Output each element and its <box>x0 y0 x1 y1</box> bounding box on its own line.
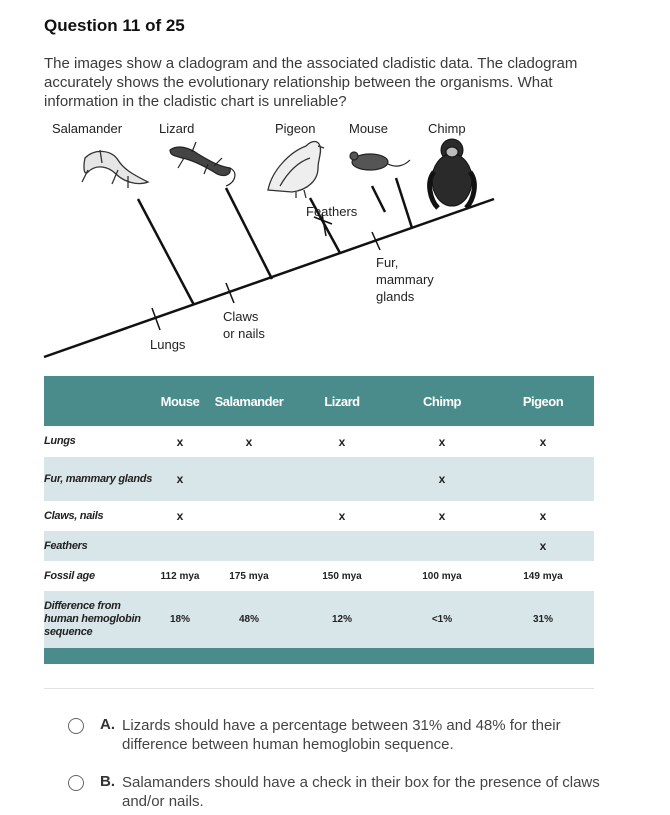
row-label-feathers: Feathers <box>44 531 154 561</box>
cell-lungs-lizard: x <box>338 434 346 449</box>
trait-mark-claws <box>225 282 235 304</box>
mouse-icon <box>349 151 411 171</box>
cell-claws-mouse: x <box>176 509 184 523</box>
question-title: Question 11 of 25 <box>44 16 185 35</box>
cell-claws-chimp: x <box>438 509 446 523</box>
taxon-salamander: Salamander <box>52 121 123 136</box>
trait-label-feathers: Feathers <box>306 204 358 219</box>
table-header-salamander: Salamander <box>206 376 292 426</box>
cell-fur-lizard <box>292 457 392 501</box>
option-text-b: Salamanders should have a check in their… <box>122 774 600 810</box>
cell-fur-pigeon <box>492 457 594 501</box>
trait-label-fur-2: mammary <box>376 272 434 287</box>
cell-feathers-pigeon: x <box>492 531 594 561</box>
branch-pigeon <box>308 197 342 254</box>
cell-lungs-pigeon: x <box>539 434 547 449</box>
cell-fur-chimp: x <box>392 457 492 501</box>
cell-hemo-chimp: <1% <box>392 591 492 648</box>
cell-fur-salamander <box>206 457 292 501</box>
cladistic-data-table: Mouse Salamander Lizard Chimp Pigeon Lun… <box>44 376 594 648</box>
cell-fossil-pigeon: 149 mya <box>523 570 563 582</box>
cell-feathers-salamander <box>206 531 292 561</box>
table-header-chimp: Chimp <box>392 376 492 426</box>
cell-hemo-salamander: 48% <box>206 591 292 648</box>
cell-hemo-mouse: 18% <box>154 591 206 648</box>
branch-chimp <box>394 177 414 229</box>
trait-label-fur-1: Fur, <box>376 255 398 270</box>
trait-label-claws-2: or nails <box>223 326 265 341</box>
salamander-icon <box>81 149 150 188</box>
question-prompt: The images show a cladogram and the asso… <box>44 55 578 110</box>
table-footer-bar <box>44 648 594 664</box>
row-label-claws: Claws, nails <box>44 509 104 522</box>
radio-button-a[interactable] <box>68 718 84 734</box>
table-header-pigeon: Pigeon <box>492 376 594 426</box>
taxon-pigeon: Pigeon <box>275 121 315 136</box>
table-header-empty <box>44 376 154 426</box>
pigeon-icon <box>267 140 325 199</box>
option-letter-b: B. <box>100 773 115 790</box>
trait-mark-fur <box>371 231 381 251</box>
cell-feathers-lizard <box>292 531 392 561</box>
chimp-icon <box>427 138 477 210</box>
cladogram: Salamander Lizard Pigeon Mouse Chimp <box>43 121 495 359</box>
taxon-mouse: Mouse <box>349 121 388 136</box>
trait-label-lungs: Lungs <box>150 337 186 352</box>
row-label-fur: Fur, mammary glands <box>44 457 154 501</box>
branch-salamander <box>136 198 196 306</box>
cell-claws-salamander <box>206 501 292 531</box>
branch-mouse <box>370 185 387 213</box>
answer-option-a[interactable]: A. Lizards should have a percentage betw… <box>68 716 608 754</box>
cell-fossil-lizard: 150 mya <box>322 570 362 582</box>
cell-hemo-pigeon: 31% <box>492 591 594 648</box>
cell-hemo-lizard: 12% <box>292 591 392 648</box>
cell-fossil-mouse: 112 mya <box>160 570 200 582</box>
trait-mark-feathers-2 <box>321 213 327 237</box>
answer-option-b[interactable]: B. Salamanders should have a check in th… <box>68 773 608 811</box>
trait-label-claws-1: Claws <box>223 309 259 324</box>
cell-feathers-chimp <box>392 531 492 561</box>
cell-fossil-salamander: 175 mya <box>229 570 269 582</box>
cell-lungs-mouse: x <box>176 434 184 449</box>
taxon-chimp: Chimp <box>428 121 466 136</box>
cell-fossil-chimp: 100 mya <box>422 570 462 582</box>
cell-claws-pigeon: x <box>539 509 547 523</box>
cell-lungs-chimp: x <box>438 434 446 449</box>
cladogram-main-stem <box>43 197 495 359</box>
cell-fur-mouse: x <box>154 457 206 501</box>
lizard-icon <box>169 141 236 187</box>
table-header-mouse: Mouse <box>154 376 206 426</box>
row-label-lungs: Lungs <box>44 435 76 447</box>
trait-mark-lungs <box>151 307 161 331</box>
table-header-lizard: Lizard <box>292 376 392 426</box>
taxon-lizard: Lizard <box>159 121 194 136</box>
section-divider <box>44 688 594 689</box>
branch-lizard <box>224 187 274 280</box>
option-text-a: Lizards should have a percentage between… <box>122 717 561 753</box>
option-letter-a: A. <box>100 716 115 733</box>
cell-feathers-mouse <box>154 531 206 561</box>
row-label-hemoglobin: Difference from human hemoglobin sequenc… <box>44 591 154 648</box>
cell-lungs-salamander: x <box>245 434 253 449</box>
trait-label-fur-3: glands <box>376 289 415 304</box>
radio-button-b[interactable] <box>68 775 84 791</box>
cell-claws-lizard: x <box>338 509 346 523</box>
row-label-fossil-age: Fossil age <box>44 569 95 582</box>
